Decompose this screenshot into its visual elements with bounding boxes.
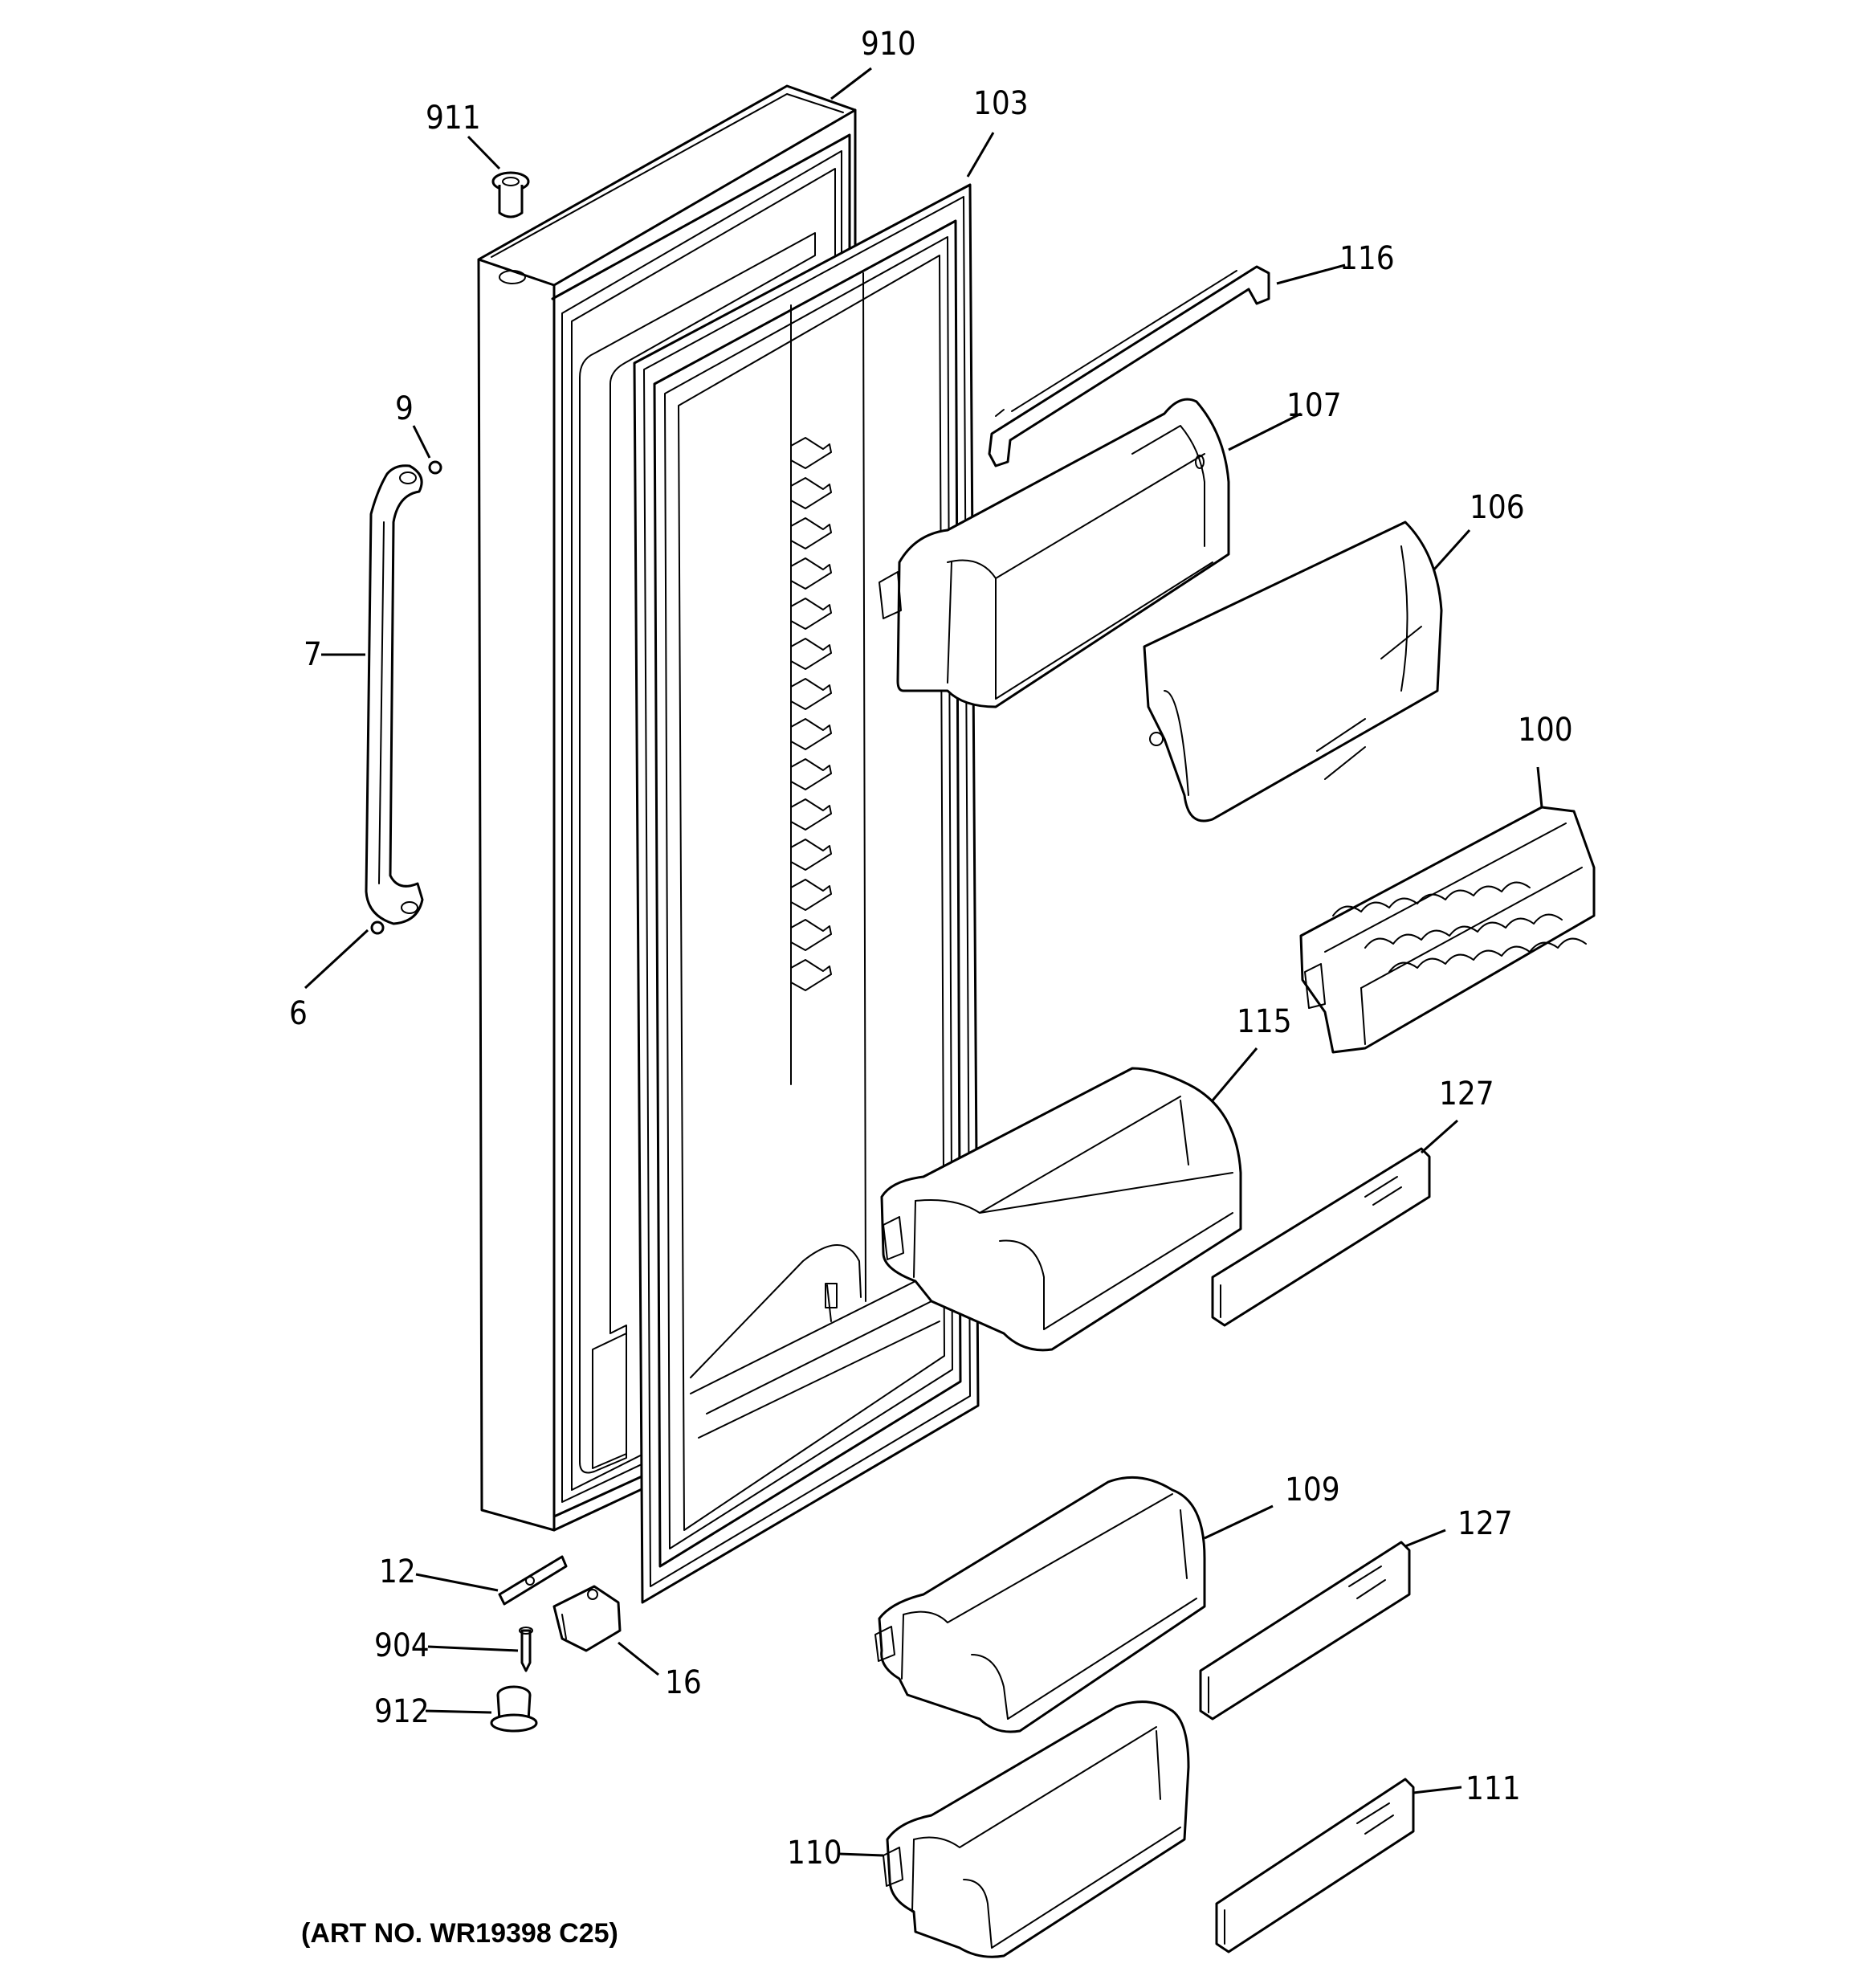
- hinge-bracket-16: [552, 1585, 622, 1652]
- hinge-plate-12: [498, 1555, 568, 1606]
- callout-911: 911: [426, 100, 481, 137]
- leader-lines: [304, 67, 1543, 1857]
- bin-110: [883, 1700, 1190, 1958]
- bushing-911: [491, 171, 530, 218]
- callout-116: 116: [1339, 240, 1395, 277]
- callout-111: 111: [1466, 1770, 1521, 1807]
- callout-6: 6: [289, 995, 308, 1032]
- shelf-clip-row: [790, 437, 832, 991]
- callout-109: 109: [1285, 1472, 1340, 1508]
- callout-100: 100: [1518, 712, 1573, 749]
- callout-127-lower: 127: [1457, 1505, 1513, 1542]
- door-gasket: [633, 183, 980, 1604]
- cover-106: [1143, 520, 1443, 823]
- bushing-912: [490, 1685, 538, 1733]
- art-number: (ART NO. WR19398 C25): [301, 1918, 618, 1949]
- callout-16: 16: [665, 1664, 702, 1701]
- bin-front-127-upper: [1211, 1147, 1431, 1327]
- bin-115: [880, 1067, 1242, 1352]
- callout-9: 9: [395, 390, 414, 427]
- bin-107: [879, 398, 1230, 708]
- callout-7: 7: [304, 636, 322, 673]
- screw-9: [428, 460, 442, 475]
- callout-107: 107: [1286, 387, 1342, 424]
- rail-116: [988, 265, 1270, 467]
- callout-904: 904: [374, 1627, 430, 1664]
- egg-tray-100: [1299, 806, 1596, 1054]
- bin-109: [874, 1476, 1206, 1733]
- callout-106: 106: [1470, 489, 1525, 526]
- bin-front-127-lower: [1199, 1541, 1411, 1721]
- screw-904: [519, 1627, 533, 1672]
- door-handle: [365, 464, 424, 925]
- callout-12: 12: [379, 1553, 416, 1590]
- callout-127-upper: 127: [1439, 1076, 1494, 1112]
- callout-110: 110: [787, 1835, 842, 1872]
- callout-910: 910: [861, 26, 916, 63]
- callout-912: 912: [374, 1693, 430, 1730]
- screw-6: [370, 921, 385, 935]
- bin-front-111: [1215, 1778, 1415, 1953]
- callout-103: 103: [973, 85, 1029, 122]
- callout-115: 115: [1237, 1003, 1292, 1040]
